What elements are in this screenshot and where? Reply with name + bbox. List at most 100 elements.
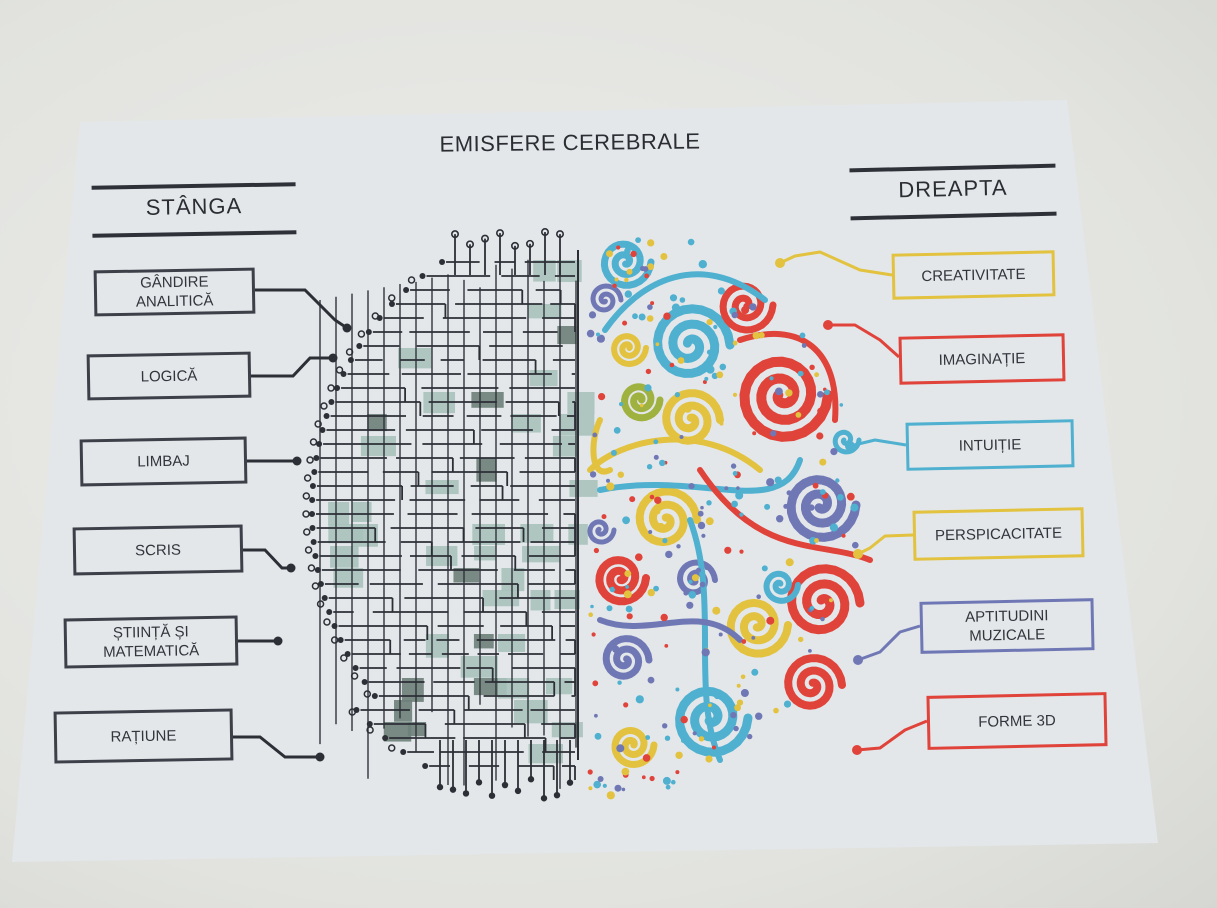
swirl-dot	[799, 332, 806, 339]
swirl-dot	[797, 370, 804, 377]
swirl-dot	[639, 403, 644, 408]
swirl-dot	[626, 268, 633, 275]
circuit-node	[450, 230, 459, 239]
swirl-dot	[613, 585, 618, 589]
swirl-dot	[641, 775, 646, 780]
swirl-dot	[785, 558, 794, 567]
circuit-node	[311, 469, 318, 475]
swirl-dot	[617, 471, 624, 478]
circuit-node	[309, 511, 316, 517]
right-box-label: IMAGINAȚIE	[938, 349, 1026, 369]
circuit-block	[398, 348, 432, 369]
swirl-dot	[776, 515, 784, 523]
swirl-dot	[630, 250, 637, 258]
swirl-dot	[619, 402, 624, 407]
circuit-node	[480, 234, 489, 243]
swirl-dot	[597, 776, 604, 782]
circuit-node	[307, 564, 316, 572]
swirl	[787, 564, 865, 635]
swirl-dot	[747, 733, 753, 740]
swirl-dot	[731, 311, 738, 319]
circuit-node	[345, 348, 354, 356]
swirl-dot	[642, 754, 651, 762]
swirl-dot	[635, 237, 641, 244]
circuit-node	[334, 385, 341, 391]
circuit-node	[319, 427, 326, 433]
swirl-dot	[683, 590, 689, 596]
left-box-writing: SCRIS	[72, 524, 244, 576]
swirl-dot	[606, 482, 615, 491]
circuit-node	[314, 420, 322, 428]
swirl-dot	[645, 735, 651, 740]
swirl	[635, 487, 701, 547]
left-box-reason: RAȚIUNE	[53, 708, 234, 764]
swirl-dot	[830, 448, 838, 456]
swirl-dot	[654, 496, 662, 504]
swirl-dot	[775, 387, 783, 396]
left-box-label: LOGICĂ	[140, 367, 198, 385]
circuit-block	[476, 458, 497, 482]
circuit-node	[555, 230, 564, 239]
circuit-node	[330, 636, 339, 644]
swirl-dot	[756, 594, 761, 599]
circuit-node	[462, 790, 470, 797]
swirl-dot	[601, 514, 607, 520]
swirl-dot	[732, 471, 738, 476]
circuit-node	[309, 497, 316, 503]
connector-line	[779, 250, 893, 277]
swirl-dot	[647, 304, 653, 310]
swirl-dot	[640, 265, 646, 272]
circuit-block	[530, 590, 551, 611]
swirl-dot	[590, 604, 594, 609]
circuit-node	[439, 259, 446, 265]
connector-dot	[292, 456, 302, 466]
swirl-dot	[612, 283, 617, 288]
swirl-dot	[755, 712, 763, 720]
swirl-dot	[698, 736, 705, 742]
swirl-dot	[654, 508, 661, 515]
swirl-dot	[766, 478, 775, 487]
connector-line	[243, 548, 291, 570]
circuit-block	[352, 524, 378, 547]
left-box-label: ȘTIINȚĂ ȘI MATEMATICĂ	[102, 623, 200, 661]
swirl-dot	[589, 471, 597, 478]
swirl-dot	[783, 700, 792, 708]
swirl-dot	[704, 376, 709, 381]
swirl-dot	[698, 260, 707, 269]
circuit-node	[449, 786, 457, 793]
swirl-tail	[597, 457, 803, 494]
swirl-dot	[801, 343, 807, 348]
circuit-node	[365, 329, 372, 335]
circuit-node	[320, 402, 328, 410]
swirl	[739, 356, 833, 442]
swirl-dot	[749, 303, 757, 311]
circuit-node	[553, 791, 561, 799]
swirl-dot	[700, 505, 704, 510]
circuit-node	[340, 654, 348, 662]
swirl-dot	[706, 349, 713, 355]
swirl-dot	[736, 486, 740, 490]
swirl	[611, 333, 649, 368]
circuit-node	[400, 749, 407, 755]
swirl-dot	[798, 636, 804, 643]
swirl-dot	[817, 407, 824, 415]
swirl-dot	[820, 616, 825, 622]
circuit-block	[567, 392, 595, 415]
swirl-dot	[708, 703, 712, 708]
swirl-dot	[586, 329, 595, 338]
connector-line	[857, 624, 921, 662]
right-box-label: APTITUDINI MUZICALE	[964, 607, 1049, 645]
swirl-dot	[625, 585, 629, 589]
right-box-intuition: INTUIȚIE	[905, 419, 1075, 471]
circuit-node	[311, 582, 320, 590]
swirl	[832, 429, 862, 455]
circuit-block	[520, 524, 554, 543]
swirl-dot	[740, 689, 749, 697]
swirl-dot	[681, 738, 685, 743]
circuit-node	[309, 525, 316, 531]
swirl-dot	[713, 324, 718, 330]
swirl-dot	[706, 500, 712, 506]
circuit-block	[360, 436, 396, 457]
swirl-dot	[736, 281, 741, 286]
connector-line	[828, 323, 901, 359]
